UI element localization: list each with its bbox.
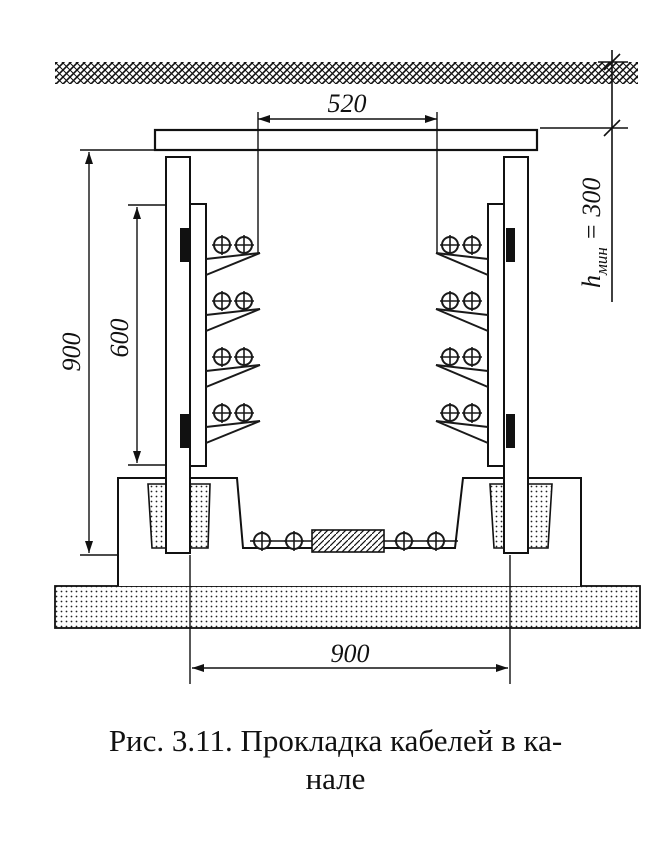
bottom-width-label: 900 <box>331 639 370 668</box>
right-cable-shelves <box>435 235 489 444</box>
floor-cables <box>252 531 446 551</box>
top-width-label: 520 <box>328 89 367 118</box>
cable-icon <box>462 347 482 367</box>
cable-icon <box>440 291 460 311</box>
cable-icon <box>234 347 254 367</box>
svg-text:900: 900 <box>57 333 86 372</box>
left-shelf <box>205 403 261 444</box>
cable-icon <box>252 531 272 551</box>
svg-text:600: 600 <box>105 319 134 358</box>
cable-icon <box>440 403 460 423</box>
left-shelf <box>205 347 261 388</box>
cable-icon <box>284 531 304 551</box>
left-cable-shelves <box>205 235 261 444</box>
left-shelf <box>205 291 261 332</box>
channel-base-slab <box>54 585 641 629</box>
cable-icon <box>212 347 232 367</box>
right-wall-panel <box>503 156 529 554</box>
svg-text:hмин = 300: hмин = 300 <box>577 178 611 288</box>
rack-height-label: 600 <box>105 319 134 358</box>
cable-icon <box>394 531 414 551</box>
right-rack-post <box>487 203 505 467</box>
cable-icon <box>440 235 460 255</box>
cable-icon <box>212 291 232 311</box>
right-shelf <box>435 347 489 388</box>
channel-cover-slab <box>153 128 539 152</box>
right-shelf <box>435 291 489 332</box>
min-depth-dimension: hмин = 300 <box>577 178 611 288</box>
cable-icon <box>212 235 232 255</box>
right-shelf <box>435 403 489 444</box>
figure-caption: Рис. 3.11. Прокладка кабелей в ка- нале <box>0 722 671 798</box>
caption-line-2: нале <box>305 761 366 796</box>
left-shelf <box>205 235 261 276</box>
cable-icon <box>462 235 482 255</box>
cable-icon <box>234 235 254 255</box>
cable-icon <box>426 531 446 551</box>
wall-height-label: 900 <box>57 333 86 372</box>
cable-icon <box>212 403 232 423</box>
cable-icon <box>234 403 254 423</box>
ground-surface <box>55 62 638 84</box>
cable-channel-diagram: hмин = 300 520 900 600 <box>54 50 641 684</box>
left-rack-post <box>189 203 207 467</box>
cable-icon <box>234 291 254 311</box>
left-wall-panel <box>165 156 191 554</box>
cable-icon <box>462 403 482 423</box>
cable-icon <box>462 291 482 311</box>
floor-slab-insert <box>311 529 385 553</box>
caption-line-1: Рис. 3.11. Прокладка кабелей в ка- <box>108 723 563 758</box>
right-shelf <box>435 235 489 276</box>
cable-icon <box>440 347 460 367</box>
